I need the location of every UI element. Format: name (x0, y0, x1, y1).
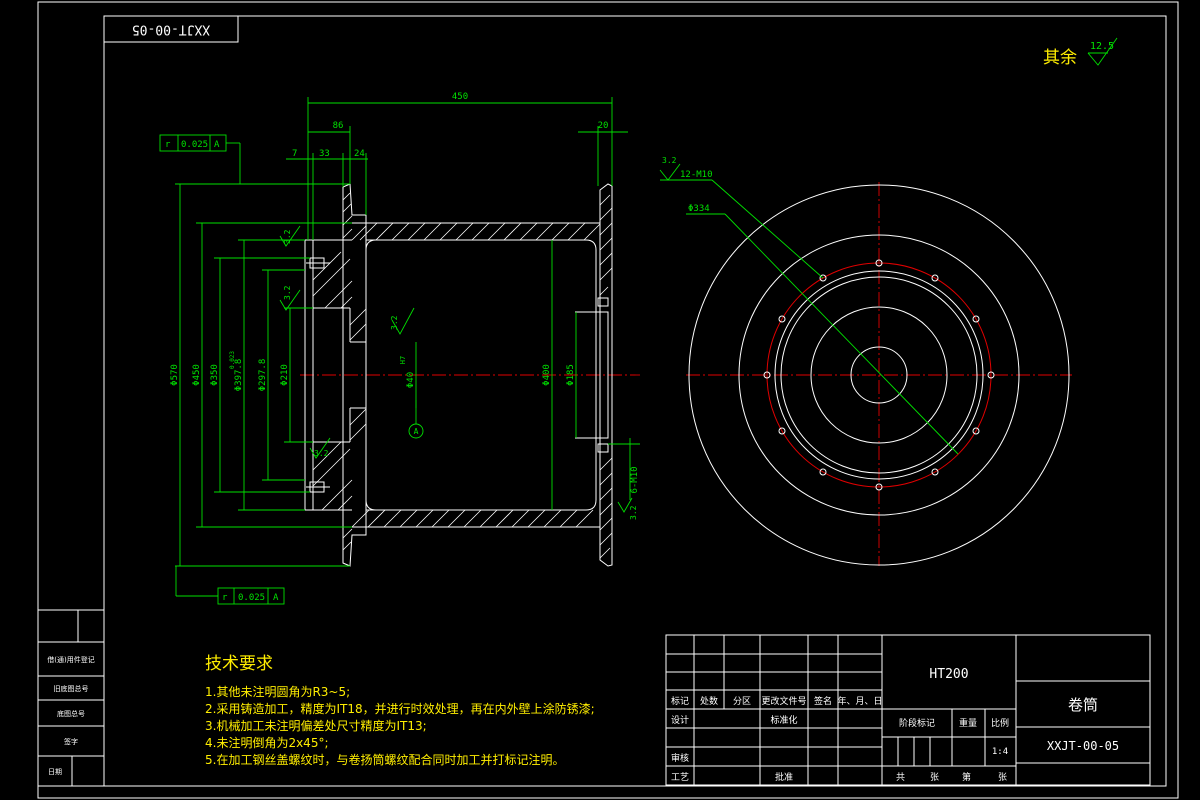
tb-standardization: 标准化 (770, 714, 797, 726)
dim-570: Φ570 (170, 364, 180, 386)
dim-tol-a: 0.023 (229, 351, 236, 369)
side-cell-4: 签字 (64, 737, 78, 746)
side-cell-1: 借(通)用件登记 (47, 655, 94, 664)
tb-stage-mark: 阶段标记 (899, 717, 935, 729)
end-view: 12-M10 Φ334 (660, 170, 1072, 566)
outer-border (37, 1, 1179, 799)
hatching-top (312, 192, 613, 341)
tech-item-2: 2.采用铸造加工，精度为IT18，并进行时效处理，再在内外壁上涂防锈漆; (205, 701, 595, 716)
tb-approve: 批准 (775, 771, 793, 783)
dim-20: 20 (598, 121, 609, 131)
tolerance-frame-top: r 0.025 A (159, 134, 241, 184)
tb-label-sign: 签名 (814, 695, 832, 707)
tech-item-1: 1.其他未注明圆角为R3~5; (205, 684, 350, 699)
inner-border (103, 15, 1167, 787)
dim-33: 33 (319, 149, 330, 159)
side-cell-2: 旧底图总号 (54, 684, 89, 693)
tb-sheet-total: 共 (896, 772, 905, 783)
tb-material: HT200 (929, 667, 968, 682)
dim-185: Φ185 (566, 364, 576, 386)
tol-top-datum: A (214, 140, 220, 150)
tol-bottom-symbol: r (222, 593, 228, 603)
hatching-bottom (312, 408, 613, 559)
tech-title: 技术要求 (205, 654, 273, 674)
tb-scale: 1:4 (992, 747, 1008, 757)
tb-review: 审核 (671, 752, 689, 764)
dim-86: 86 (333, 121, 344, 131)
drawing-number-box: XXJT-00-05 (103, 15, 239, 43)
tol-top-value: 0.025 (181, 140, 208, 150)
roughness-r6: 3.2 (629, 505, 638, 520)
dim-297: Φ297.8 (258, 359, 268, 392)
tb-drawing-number: XXJT-00-05 (1047, 739, 1119, 753)
dim-450: 450 (452, 92, 468, 102)
tb-scale-label: 比例 (991, 717, 1009, 729)
dim-350: Φ350 (210, 364, 220, 386)
tb-weight: 重量 (959, 717, 977, 729)
tolerance-frame-bottom: r 0.025 A (175, 566, 285, 605)
other-roughness: 其余 12.5 (1043, 37, 1118, 68)
drawing-number-rotated: XXJT-00-05 (132, 22, 210, 37)
side-cell-5: 日期 (48, 768, 62, 776)
tb-label-mark: 标记 (671, 695, 689, 707)
tb-sheet-label: 张 (930, 772, 939, 783)
dim-334: Φ334 (688, 204, 710, 214)
side-cell-3: 底图总号 (57, 709, 85, 718)
dim-397: Φ397.8 (234, 359, 244, 392)
roughness-r5: 3.2 (662, 156, 677, 165)
datum-a-label: A (414, 427, 419, 436)
tb-sheet-no: 第 (962, 771, 971, 783)
roughness-r4: 3.2 (390, 315, 399, 330)
horizontal-dimensions: 450 86 20 7 33 24 (286, 92, 628, 240)
tb-part-name: 卷筒 (1068, 696, 1098, 714)
side-strip: 借(通)用件登记 旧底图总号 底图总号 签字 日期 (37, 609, 105, 787)
tb-design: 设计 (671, 714, 689, 726)
tol-bottom-value: 0.025 (238, 593, 265, 603)
other-roughness-value: 12.5 (1090, 41, 1114, 52)
tb-label-zone: 分区 (733, 696, 751, 707)
dim-450-dia: Φ450 (192, 364, 202, 386)
tol-top-symbol: r (165, 140, 171, 150)
tech-item-4: 4.未注明倒角为2x45°; (205, 735, 329, 750)
section-view: 450 86 20 7 33 24 Φ570 Φ450 (159, 92, 681, 605)
dim-210: Φ210 (280, 364, 290, 386)
dim-40: Φ40 (406, 372, 416, 388)
dim-h7: H7 (399, 356, 407, 364)
vertical-dimensions: Φ570 Φ450 Φ350 Φ397.8 Φ297.8 Φ210 Φ400 (170, 183, 640, 567)
roughness-r1: 3.2 (283, 229, 292, 244)
tech-item-3: 3.机械加工未注明偏差处尺寸精度为IT13; (205, 718, 427, 733)
tech-requirements: 技术要求 1.其他未注明圆角为R3~5; 2.采用铸造加工，精度为IT18，并进… (205, 654, 595, 767)
tb-label-doc: 更改文件号 (761, 695, 806, 707)
dim-7: 7 (292, 149, 297, 159)
tb-sheet-label2: 张 (998, 772, 1007, 783)
tb-label-date: 年、月、日 (837, 695, 882, 707)
tb-label-count: 处数 (700, 695, 718, 707)
other-roughness-label: 其余 (1043, 48, 1077, 68)
tb-process: 工艺 (671, 772, 689, 783)
dim-6-m10: 6-M10 (630, 466, 640, 493)
dim-12-m10: 12-M10 (680, 170, 713, 180)
datum-a: A (408, 400, 424, 439)
roughness-symbol (1087, 37, 1118, 66)
roughness-r3: 3.2 (314, 449, 329, 458)
dim-400: Φ400 (542, 364, 552, 386)
tech-item-5: 5.在加工钢丝盖螺纹时，与卷扬筒螺纹配合同时加工并打标记注明。 (205, 752, 564, 767)
tol-bottom-datum: A (273, 593, 279, 603)
roughness-marks: 3.2 3.2 3.2 3.2 3.2 3.2 (279, 156, 681, 520)
dim-24: 24 (354, 149, 365, 159)
title-block: 标记 处数 分区 更改文件号 签名 年、月、日 设计 标准化 审核 工艺 批准 … (665, 634, 1151, 786)
bolt-holes (763, 259, 995, 491)
roughness-r2: 3.2 (283, 285, 292, 300)
